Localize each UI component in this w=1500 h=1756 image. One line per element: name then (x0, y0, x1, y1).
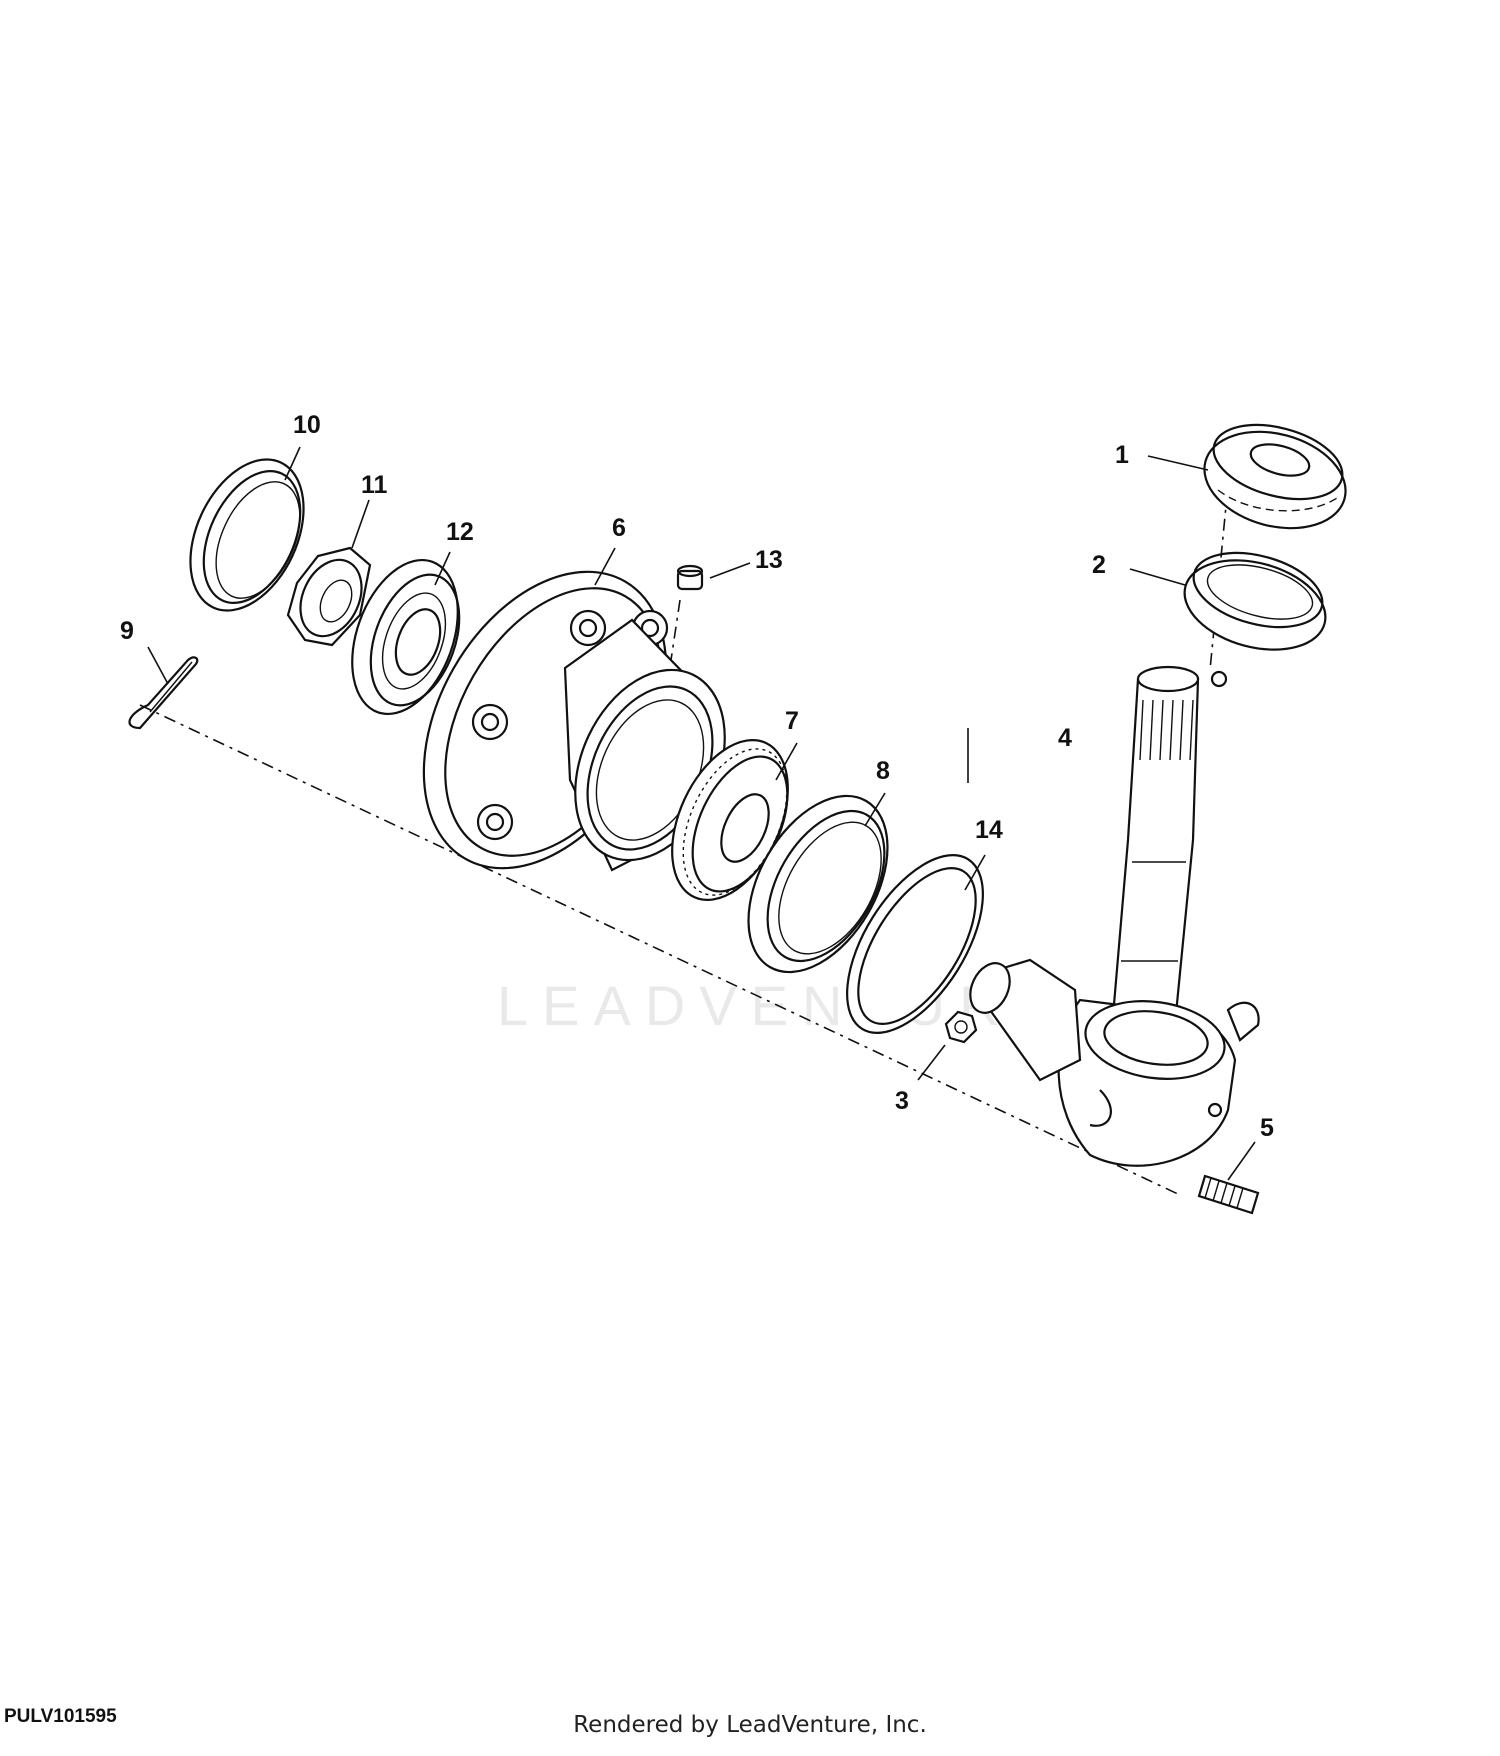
callout-12: 12 (446, 518, 474, 546)
callout-7: 7 (785, 707, 799, 735)
slotted-nut-icon (286, 546, 372, 647)
callout-11: 11 (361, 471, 388, 499)
thrust-bearing-icon (1203, 423, 1347, 530)
callout-14: 14 (975, 816, 1003, 844)
washer-icon (846, 854, 984, 1034)
figure-id: PULV101595 (4, 1706, 117, 1727)
callout-6: 6 (612, 514, 626, 542)
callout-10: 10 (293, 411, 321, 439)
wheel-hub-icon (422, 570, 726, 872)
callout-8: 8 (876, 757, 890, 785)
callout-1: 1 (1115, 441, 1129, 469)
leader-lines (147, 446, 1256, 1181)
cotter-pin-icon (128, 656, 199, 730)
callout-4: 4 (1058, 724, 1072, 752)
callout-9: 9 (120, 617, 134, 645)
grease-plug-icon (676, 564, 704, 591)
dust-cap-icon (189, 458, 305, 612)
callout-2: 2 (1092, 551, 1106, 579)
outer-bearing-icon (351, 558, 461, 716)
callout-5: 5 (1260, 1114, 1274, 1142)
render-credit: Rendered by LeadVenture, Inc. (573, 1712, 927, 1738)
set-screw-icon (1197, 1174, 1260, 1215)
callout-3: 3 (895, 1087, 909, 1115)
assembly-axis-line (139, 704, 1181, 1196)
bearing-cup-icon (1183, 551, 1327, 651)
lock-nut-icon (944, 1010, 978, 1044)
spindle-icon (969, 665, 1260, 1167)
callout-13: 13 (755, 546, 783, 574)
